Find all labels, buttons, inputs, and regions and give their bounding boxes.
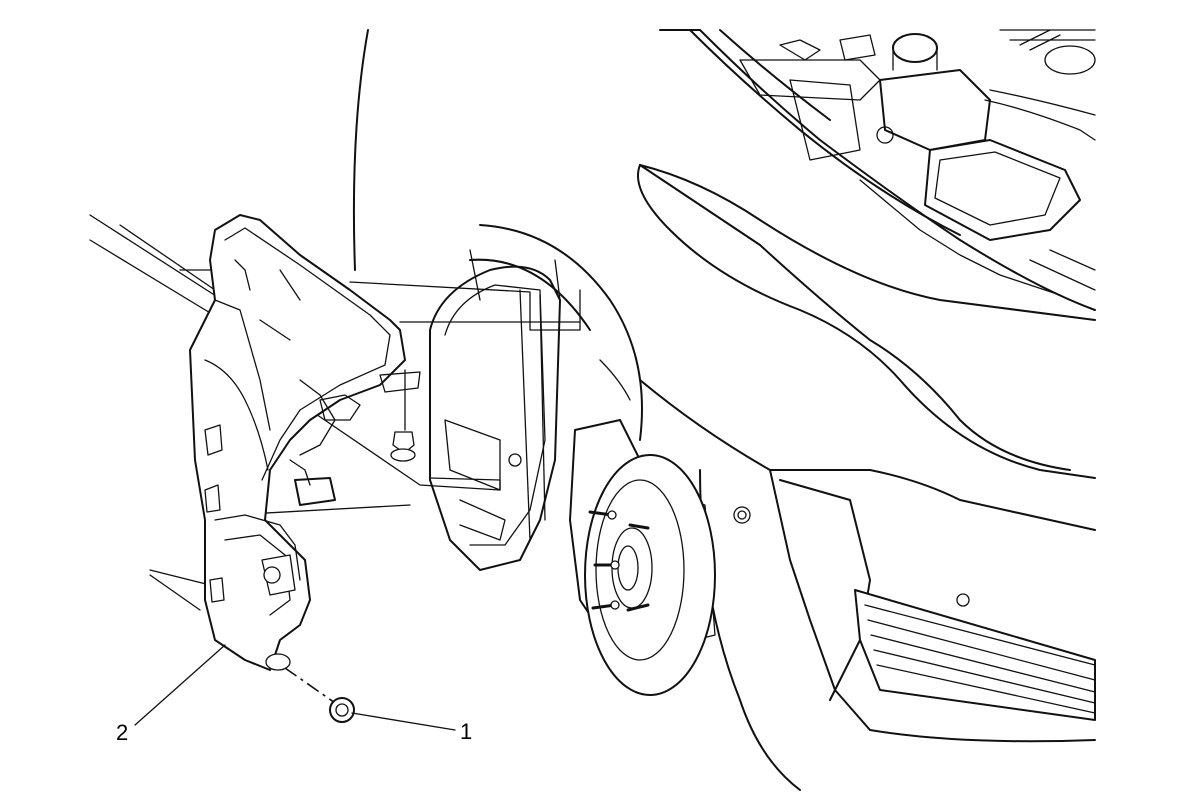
air-deflector (189, 214, 421, 671)
engine-compartment (659, 29, 1096, 311)
lower-fastener (284, 667, 355, 723)
upper-screw (390, 369, 416, 462)
guide-lines (89, 214, 581, 611)
callout-1-leader (351, 712, 456, 731)
callout-2-leader (134, 644, 226, 726)
callout-1-label: 1 (460, 719, 472, 744)
lower-grille (854, 589, 1096, 721)
callouts: 1 2 (116, 644, 472, 745)
callout-2-label: 2 (116, 720, 128, 745)
fender (352, 29, 1096, 479)
brake-rotor-hub (569, 419, 716, 696)
wheelhouse (429, 249, 561, 571)
